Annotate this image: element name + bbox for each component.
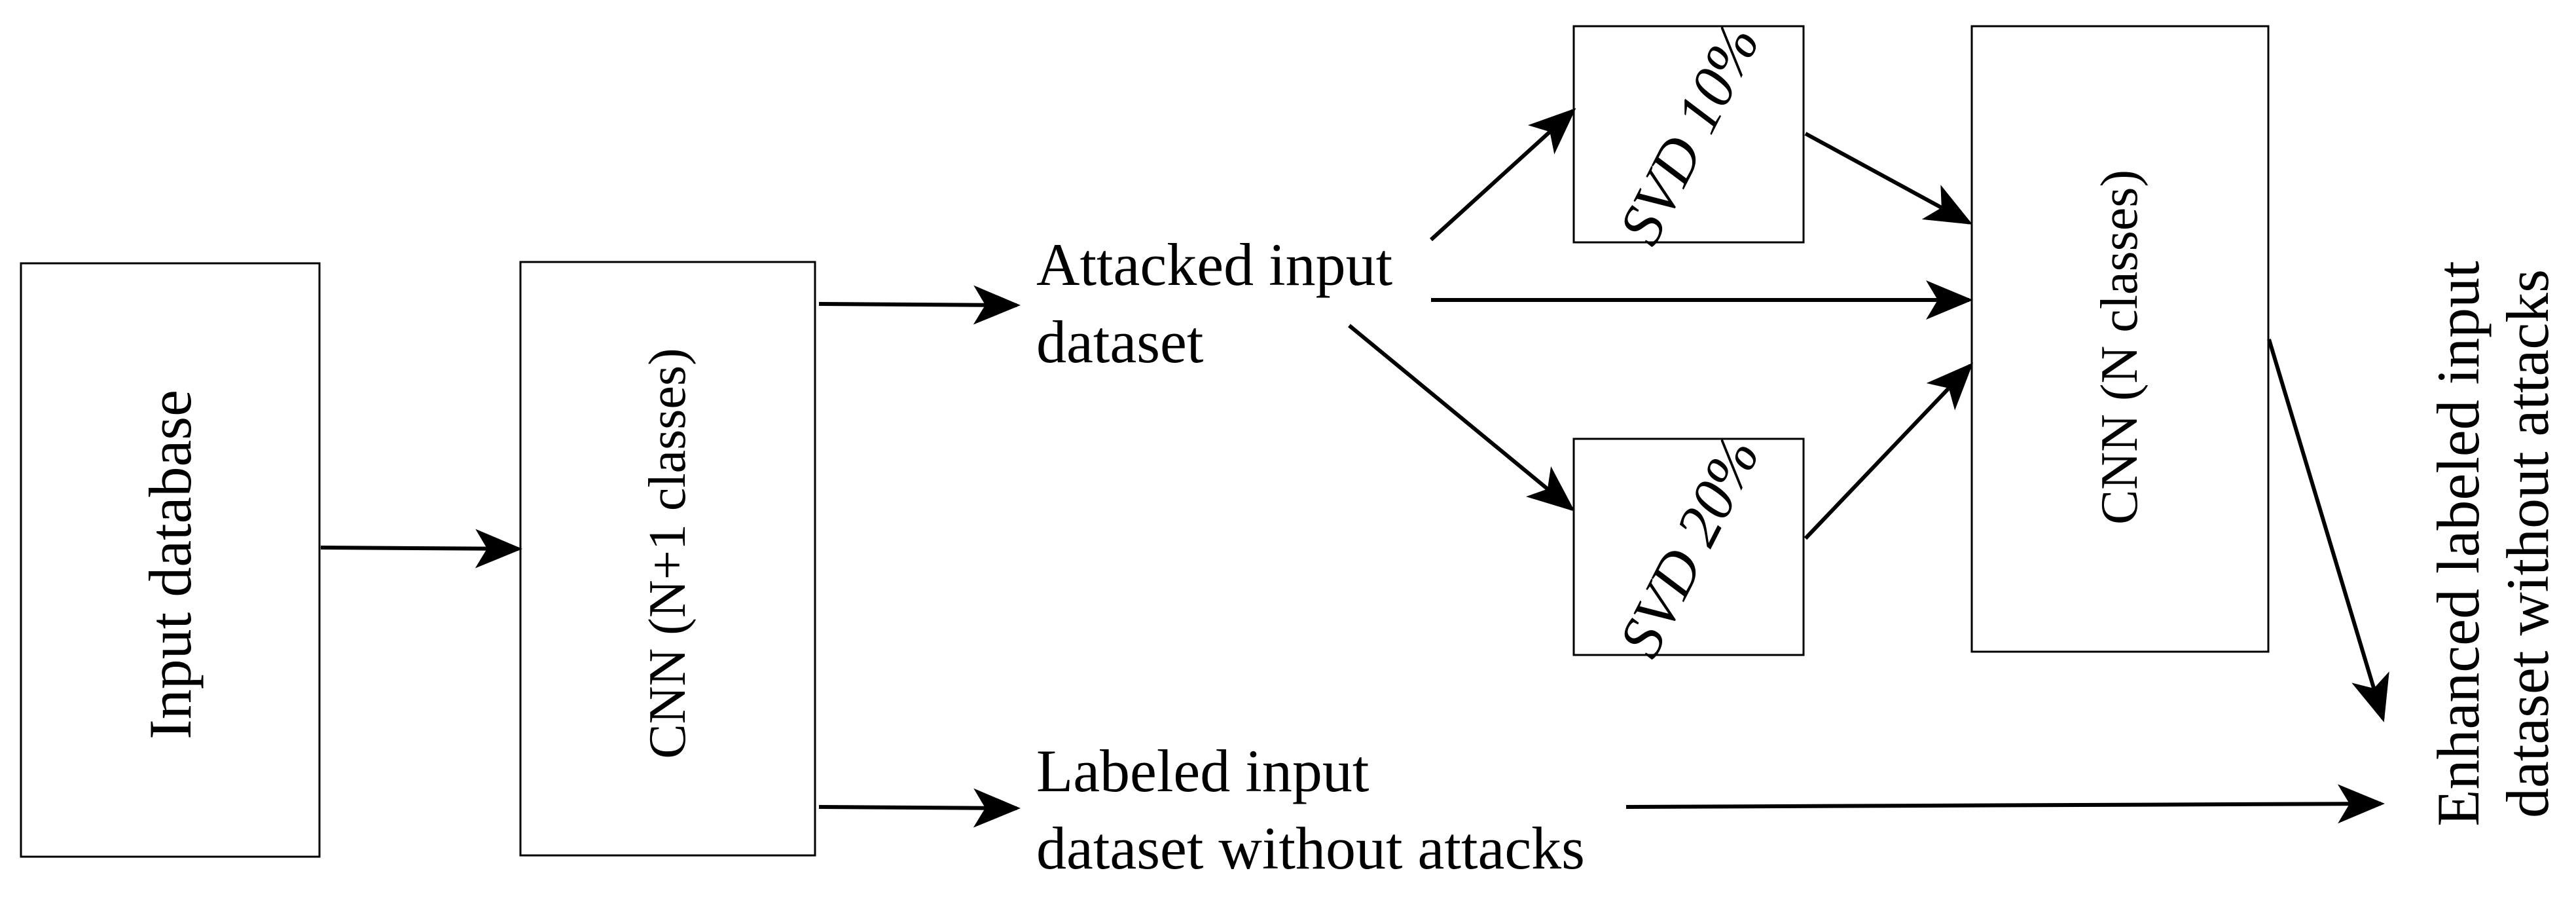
cnn-n-box xyxy=(1970,25,2270,653)
arrow-labeled-to-enhanced xyxy=(1625,784,2385,824)
arrow-svd20-to-cnn-n xyxy=(1804,362,1974,540)
arrow-cnn-n-to-enhanced xyxy=(2267,339,2389,722)
svd-10-box xyxy=(1572,25,1805,244)
cnn-n-label: CNN (N classes) xyxy=(2091,170,2149,525)
cnn-n-plus-1-label: CNN (N+1 classes) xyxy=(639,348,697,758)
attacked-dataset-line2: dataset xyxy=(1036,308,1204,375)
cnn-n-plus-1-box xyxy=(519,261,816,857)
arrow-attacked-to-svd20 xyxy=(1348,324,1575,512)
arrow-svd10-to-cnn-n xyxy=(1804,132,1973,225)
input-database-label: Input database xyxy=(137,390,204,739)
enhanced-output-line2: dataset without attacks xyxy=(2494,269,2561,818)
arrow-cnn-to-labeled xyxy=(818,788,1021,828)
labeled-dataset-line2: dataset without attacks xyxy=(1036,815,1585,882)
enhanced-output-line1: Enhanced labeled input xyxy=(2425,261,2492,827)
input-database-box xyxy=(20,262,321,858)
arrow-attacked-to-svd10 xyxy=(1429,107,1576,242)
arrow-input-to-cnn xyxy=(320,529,522,569)
arrow-cnn-to-attacked xyxy=(818,285,1021,325)
svd-20-box xyxy=(1572,438,1805,656)
labeled-dataset-line1: Labeled input xyxy=(1036,738,1370,804)
attacked-dataset-line1: Attacked input xyxy=(1036,231,1393,298)
